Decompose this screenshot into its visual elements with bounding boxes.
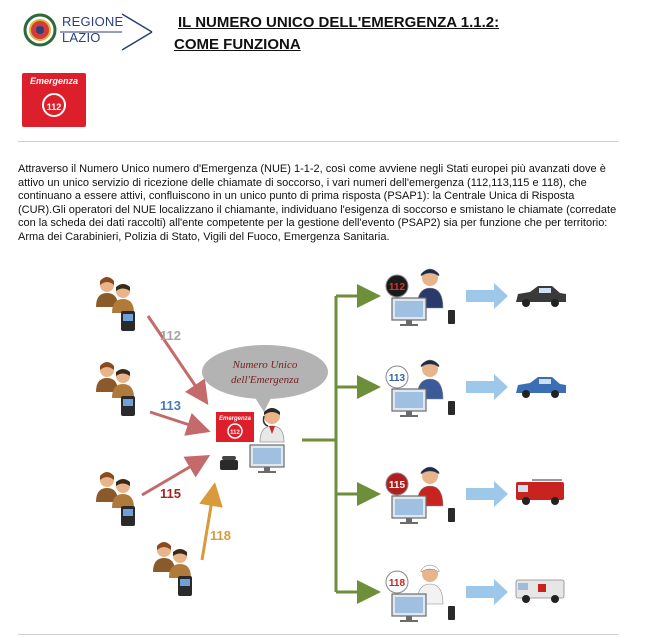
- badge-number: 112: [42, 93, 66, 117]
- distribution-lines: [302, 284, 381, 604]
- caller-112: [96, 277, 135, 331]
- police-car-icon: [516, 377, 566, 398]
- title-line-1: IL NUMERO UNICO DELL'EMERGENZA 1.1.2:: [178, 14, 500, 31]
- logo-text: REGIONE LAZIO: [62, 14, 123, 46]
- arrow-112: [146, 315, 209, 405]
- badge-label: Emergenza: [29, 76, 79, 86]
- regione-lazio-emblem-icon: [23, 13, 153, 51]
- agency-operator-icon: [416, 359, 444, 400]
- operator-monitor-icon: [249, 444, 285, 474]
- title-line-2: COME FUNZIONA: [174, 36, 301, 53]
- bubble-line-1: Numero Unico: [232, 359, 298, 371]
- arrow-115: [141, 454, 211, 497]
- car-icon: [516, 286, 566, 307]
- central-operator: Emergenza 112: [216, 408, 285, 474]
- emergency-flow-diagram: 112 113 115 118 Numero Unico dell'Emerge…: [0, 268, 566, 623]
- agency-emblem-text: 112: [389, 282, 406, 293]
- agency-row-carabinieri: 112: [385, 268, 566, 327]
- ambulance-icon: [515, 579, 565, 603]
- agency-emblem-118: 118: [385, 570, 409, 594]
- dispatch-arrow: [466, 374, 508, 400]
- logo-line-2: LAZIO: [62, 30, 101, 45]
- agency-emblem-text: 113: [389, 373, 406, 384]
- caller-115: [96, 472, 135, 526]
- radio-icon: [448, 401, 455, 415]
- bubble-line-2: dell'Emergenza: [231, 374, 299, 386]
- radio-icon: [448, 606, 455, 620]
- dispatch-arrow: [466, 481, 508, 507]
- caller-number-118: 118: [210, 528, 231, 543]
- arrow-113: [149, 410, 211, 436]
- radio-icon: [448, 310, 455, 324]
- agency-monitor-icon: [391, 297, 427, 327]
- agency-emblem-text: 115: [389, 480, 406, 491]
- agency-monitor-icon: [391, 388, 427, 418]
- agency-row-vigili-del-fuoco: 115: [385, 466, 564, 525]
- operator-person-icon: [259, 408, 285, 443]
- logo-line-1: REGIONE: [62, 14, 124, 29]
- agency-row-emergenza-sanitaria: 118: [385, 564, 565, 623]
- desk-phone-icon: [220, 456, 238, 470]
- radio-icon: [448, 508, 455, 522]
- agency-row-polizia: 113: [385, 359, 566, 418]
- caller-113: [96, 362, 135, 416]
- caller-number-115: 115: [160, 486, 181, 501]
- agency-monitor-icon: [391, 495, 427, 525]
- caller-118: [153, 542, 192, 596]
- center-emergency-badge: [216, 412, 254, 442]
- center-badge-label: Emergenza: [219, 416, 252, 422]
- divider-top: [18, 141, 618, 142]
- agency-emblem-112: 112: [385, 274, 409, 298]
- divider-bottom: [18, 634, 618, 635]
- caller-number-113: 113: [160, 398, 181, 413]
- center-badge-number: 112: [230, 430, 240, 436]
- agency-emblem-113: 113: [385, 365, 409, 389]
- agency-monitor-icon: [391, 593, 427, 623]
- speech-bubble: Numero Unico dell'Emergenza: [202, 345, 328, 412]
- emergency-112-badge: Emergenza 112: [22, 73, 86, 127]
- dispatch-arrow: [466, 283, 508, 309]
- page-title: IL NUMERO UNICO DELL'EMERGENZA 1.1.2: CO…: [174, 12, 614, 56]
- agency-emblem-text: 118: [389, 578, 406, 589]
- arrow-118: [199, 482, 223, 561]
- agency-emblem-115: 115: [385, 472, 409, 496]
- dispatch-arrow: [466, 579, 508, 605]
- caller-number-112: 112: [160, 328, 181, 343]
- intro-paragraph: Attraverso il Numero Unico numero d'Emer…: [18, 163, 617, 243]
- regione-lazio-logo: [22, 12, 154, 52]
- fire-truck-icon: [516, 479, 564, 505]
